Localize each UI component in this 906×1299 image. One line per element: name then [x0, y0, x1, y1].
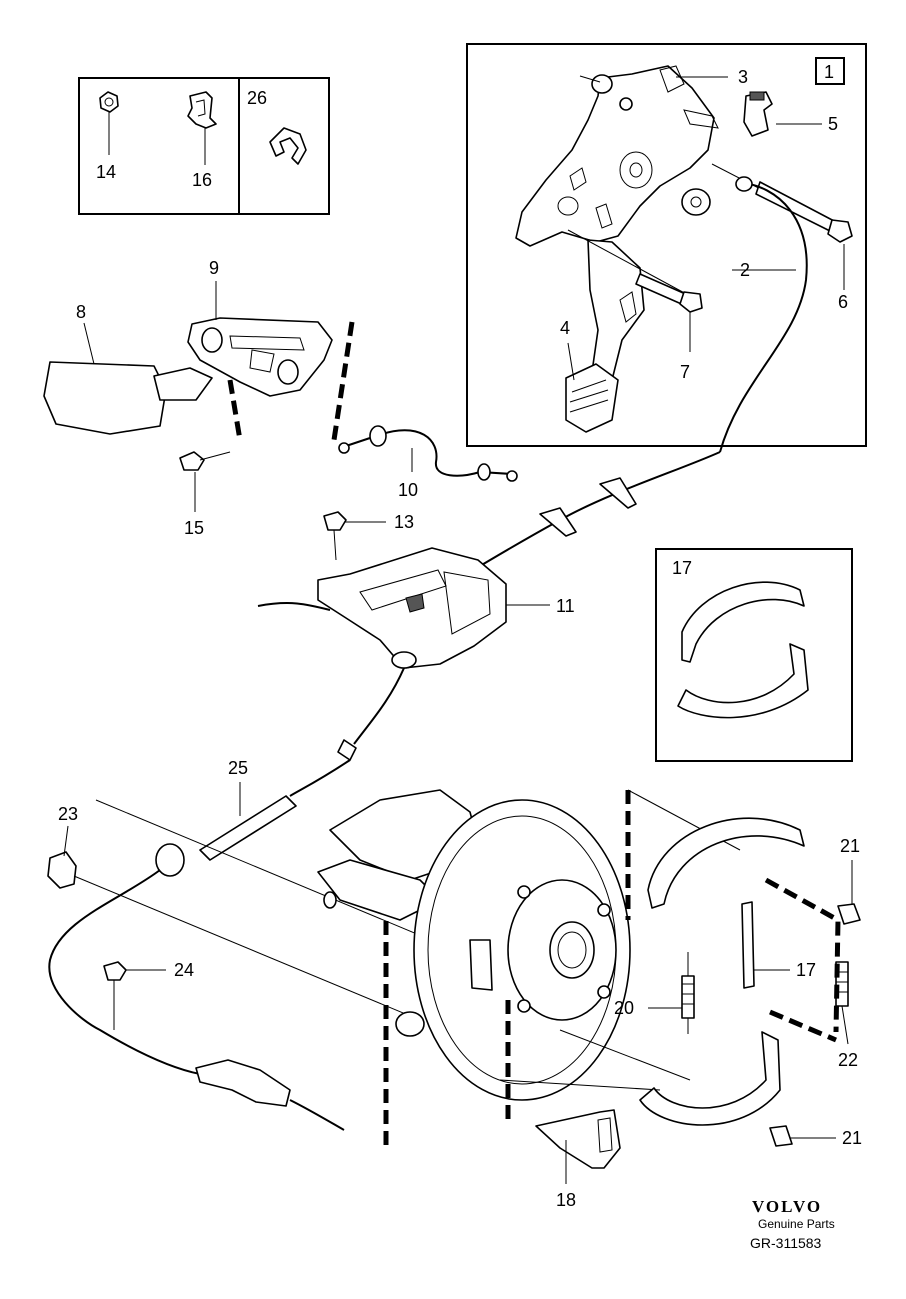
callout-17-strut: 17: [796, 960, 816, 980]
clip-part-26: [269, 127, 307, 165]
small-parts-box: [78, 77, 330, 215]
callout-15: 15: [184, 518, 204, 538]
callout-3: 3: [738, 67, 748, 87]
screw-part-24: [103, 961, 127, 1030]
bracket-part-18: [535, 1109, 621, 1169]
dash-link-shoe-bottom: [769, 1009, 837, 1043]
callout-5: 5: [828, 114, 838, 134]
callout-25: 25: [228, 758, 248, 778]
sensor-part-10: [338, 425, 518, 482]
hub-assembly: [317, 789, 631, 1101]
callout-23: 23: [58, 804, 78, 824]
reference-number: GR-311583: [750, 1235, 822, 1251]
callout-8: 8: [76, 302, 86, 322]
dash-link-handle-10: [331, 321, 355, 441]
callout-16: 16: [192, 170, 212, 190]
callout-11: 11: [556, 596, 575, 616]
callout-24: 24: [174, 960, 194, 980]
shoe-bottom: [639, 1031, 781, 1126]
callout-26: 26: [247, 88, 267, 108]
screw-part-13: [323, 511, 347, 561]
guide-line-3: [499, 1079, 661, 1091]
callout-14: 14: [96, 162, 116, 182]
spring-part-20: [681, 952, 695, 1034]
callout-18: 18: [556, 1190, 576, 1210]
cable-end-part: [195, 1059, 345, 1131]
callout-22: 22: [838, 1050, 858, 1070]
bolt-part-7: [567, 229, 703, 313]
equaliser-part-11: [257, 547, 507, 669]
pin-part-21-bottom: [769, 1125, 793, 1147]
clip-part-23: [47, 851, 77, 889]
genuine-parts-text: Genuine Parts: [758, 1217, 835, 1231]
callout-1: 1: [824, 62, 834, 82]
nut-part-14: [99, 91, 119, 155]
pedal-bracket: [515, 65, 719, 247]
pin-part-21-top: [837, 903, 861, 925]
callout-6: 6: [838, 292, 848, 312]
guide-line-4: [559, 1029, 691, 1081]
callout-17-box: 17: [672, 558, 692, 578]
cable-part-25: [48, 667, 405, 1075]
guide-line-1: [95, 799, 461, 953]
bracket-part-9: [187, 317, 333, 397]
footer: VOLVO Genuine Parts GR-311583: [750, 1197, 835, 1251]
handle-part-8: [43, 361, 213, 435]
guide-line-2: [73, 875, 421, 1021]
cable-run-center: [469, 451, 721, 573]
callout-7: 7: [680, 362, 690, 382]
callout-13: 13: [394, 512, 414, 532]
leader-lines: [63, 75, 853, 1184]
callout-9: 9: [209, 258, 219, 278]
callout-2: 2: [740, 260, 750, 280]
callout-21-top: 21: [840, 836, 860, 856]
dash-link-shoe-top: [764, 877, 841, 1033]
strut-part-17: [741, 901, 755, 989]
brand-logo-text: VOLVO: [752, 1197, 822, 1216]
pedal-arm-part-4: [565, 239, 645, 433]
clip-part-16: [187, 91, 217, 165]
callout-labels: 1 2 3 4 5 6 7 8 9 10 11 13 14 15 16 17 1…: [58, 62, 862, 1210]
screw-part-15: [179, 451, 231, 471]
callout-10: 10: [398, 480, 418, 500]
callout-21-bottom: 21: [842, 1128, 862, 1148]
cable-part-2: [719, 176, 808, 453]
shoes-box: [655, 548, 853, 762]
callout-4: 4: [560, 318, 570, 338]
pedal-assembly-box: [466, 43, 867, 447]
shoe-top: [647, 817, 805, 909]
callout-20: 20: [614, 998, 634, 1018]
switch-part-5: [743, 91, 773, 137]
bolt-part-6: [711, 163, 853, 243]
dash-link-handle-15: [227, 379, 243, 441]
